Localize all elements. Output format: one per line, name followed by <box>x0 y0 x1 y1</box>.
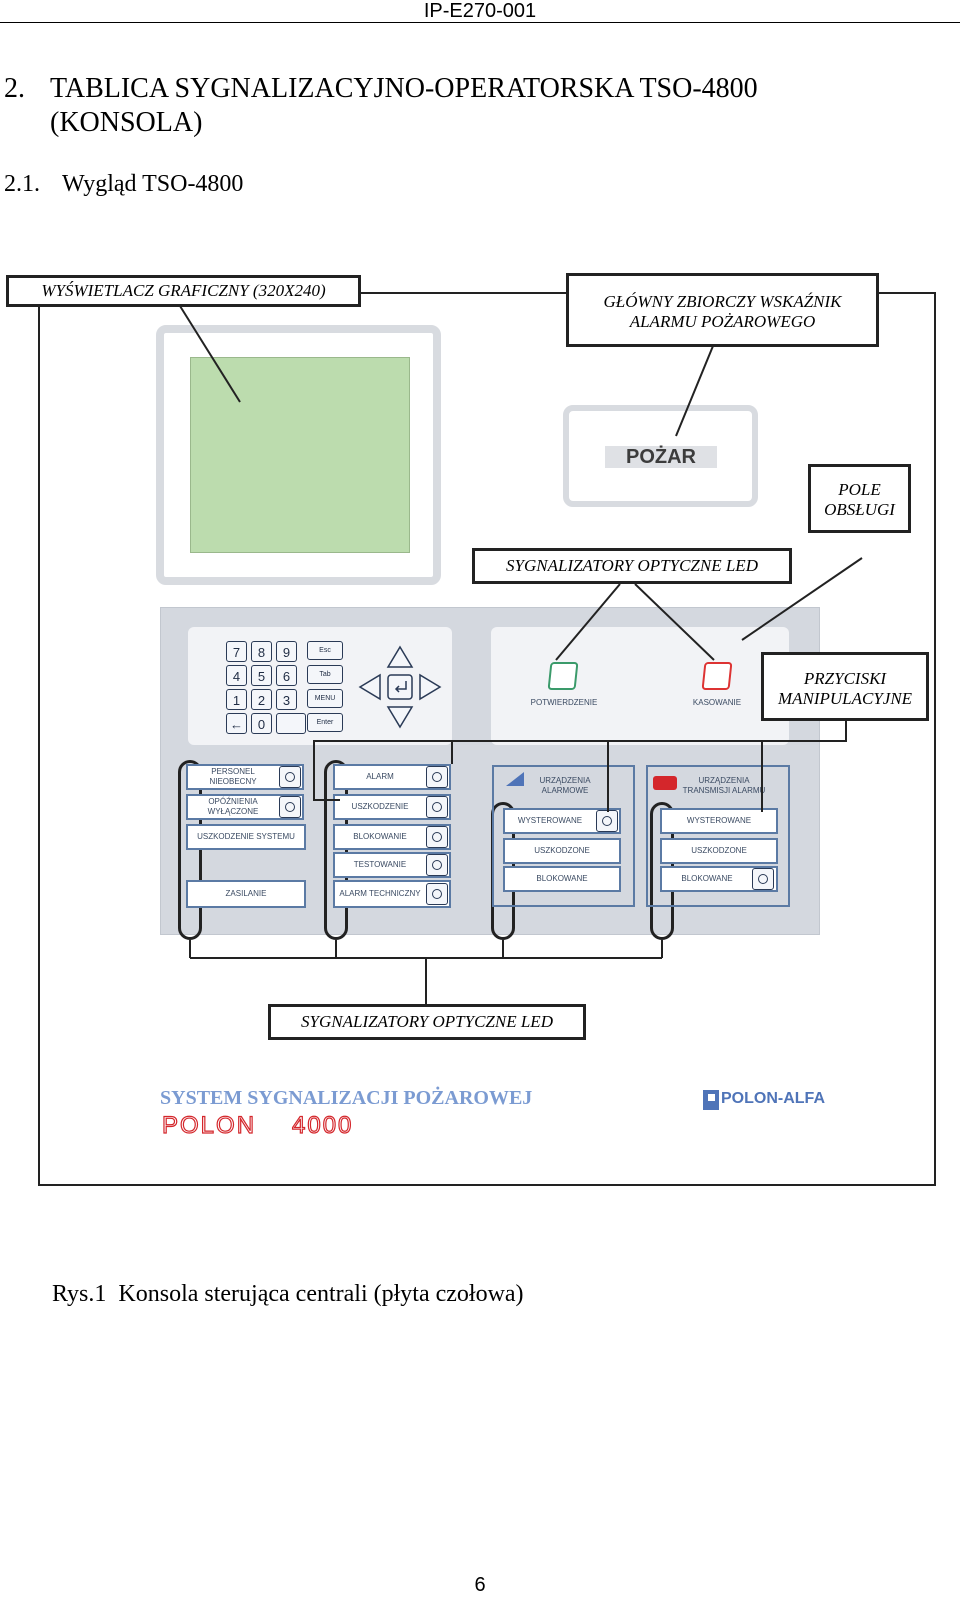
brand-model-text: 4000 <box>291 1111 354 1139</box>
personel-nieobecny-button[interactable] <box>279 766 301 788</box>
callout-led-bottom: SYGNALIZATORY OPTYCZNE LED <box>268 1004 586 1040</box>
keypad-key-3[interactable]: 3 <box>276 689 297 710</box>
uszkodzenie-systemu-indicator: USZKODZENIE SYSTEMU <box>186 824 306 850</box>
ut-uszkodzone-indicator: USZKODZONE <box>660 838 778 864</box>
callout-service-line2: OBSŁUGI <box>824 500 895 519</box>
potwierdzenie-label: POTWIERDZENIE <box>530 698 598 707</box>
keypad-key-6[interactable]: 6 <box>276 665 297 686</box>
zasilanie-indicator: ZASILANIE <box>186 880 306 908</box>
section-title-line2: (KONSOLA) <box>50 107 203 138</box>
ua-blokowane-indicator: BLOKOWANE <box>503 866 621 892</box>
callout-led-bottom-text: SYGNALIZATORY OPTYCZNE LED <box>301 1012 553 1031</box>
urzadzenia-transmisji-frame <box>646 765 790 907</box>
pozar-indicator: POŻAR <box>605 446 717 468</box>
opoznienia-wylaczone-button[interactable] <box>279 796 301 818</box>
figure-caption-text: Konsola sterująca centrali (płyta czołow… <box>118 1281 524 1307</box>
callout-service-line1: POLE <box>838 480 881 499</box>
ua-wysterowane-button[interactable] <box>596 810 618 832</box>
section-number: 2. <box>4 73 25 104</box>
keypad-key-4[interactable]: 4 <box>226 665 247 686</box>
section-heading: 2. TABLICA SYGNALIZACYJNO-OPERATORSKA TSO… <box>4 72 758 140</box>
blokowanie-button[interactable] <box>426 826 448 848</box>
callout-main-alarm: GŁÓWNY ZBIORCZY WSKAŹNIK ALARMU POŻAROWE… <box>566 273 879 347</box>
menu-key[interactable]: MENU <box>307 689 343 708</box>
urzadzenia-alarmowe-title: URZĄDZENIA ALARMOWE <box>539 776 591 795</box>
callout-display-text: WYŚWIETLACZ GRAFICZNY (320X240) <box>41 281 326 300</box>
callout-led-top: SYGNALIZATORY OPTYCZNE LED <box>472 548 792 584</box>
ut-blokowane-button[interactable] <box>752 868 774 890</box>
callout-buttons: PRZYCISKI MANIPULACYJNE <box>761 652 929 721</box>
figure-caption-label: Rys.1 <box>52 1281 107 1307</box>
alarm-button[interactable] <box>426 766 448 788</box>
polon-alfa-logo-inner <box>708 1094 715 1101</box>
callout-led-top-text: SYGNALIZATORY OPTYCZNE LED <box>506 556 758 575</box>
arrow-down-icon <box>386 706 414 729</box>
callout-service-field: POLE OBSŁUGI <box>808 464 911 533</box>
page-number: 6 <box>474 1574 486 1596</box>
callout-display: WYŚWIETLACZ GRAFICZNY (320X240) <box>6 275 361 307</box>
figure-frame <box>38 292 936 1186</box>
esc-key[interactable]: Esc <box>307 641 343 660</box>
keypad-key-backspace[interactable]: ← <box>226 713 247 734</box>
arrow-up-icon <box>386 645 414 668</box>
uszkodzenie-button[interactable] <box>426 796 448 818</box>
keypad-key-7[interactable]: 7 <box>226 641 247 662</box>
keypad-key-blank[interactable] <box>276 713 306 734</box>
brand-system-text: SYSTEM SYGNALIZACJI POŻAROWEJ <box>160 1087 533 1109</box>
keypad-key-5[interactable]: 5 <box>251 665 272 686</box>
urzadzenia-alarmowe-frame <box>492 765 635 907</box>
keypad-key-0[interactable]: 0 <box>251 713 272 734</box>
polon-alfa-logo-text: POLON-ALFA <box>721 1090 825 1107</box>
urzadzenia-transmisji-title: URZĄDZENIA TRANSMISJI ALARMU <box>682 776 766 795</box>
alarm-techniczny-button[interactable] <box>426 883 448 905</box>
fire-truck-icon <box>653 776 677 790</box>
lcd-screen <box>190 357 410 553</box>
arrow-right-icon <box>419 673 442 701</box>
keypad-key-8[interactable]: 8 <box>251 641 272 662</box>
testowanie-button[interactable] <box>426 854 448 876</box>
keypad-key-9[interactable]: 9 <box>276 641 297 662</box>
kasowanie-label: KASOWANIE <box>692 698 742 707</box>
enter-key[interactable]: Enter <box>307 713 343 732</box>
ut-wysterowane-indicator: WYSTEROWANE <box>660 808 778 834</box>
keypad-key-2[interactable]: 2 <box>251 689 272 710</box>
service-area <box>491 627 789 745</box>
led-strip-group2 <box>324 760 348 940</box>
arrow-pad[interactable] <box>358 645 442 729</box>
figure-caption: Rys.1 Konsola sterująca centrali (płyta … <box>52 1280 524 1308</box>
brand-polon-text: POLON <box>161 1111 257 1139</box>
tab-key[interactable]: Tab <box>307 665 343 684</box>
ua-uszkodzone-indicator: USZKODZONE <box>503 838 621 864</box>
callout-buttons-line1: PRZYCISKI <box>803 669 887 688</box>
subsection-number: 2.1. <box>4 171 40 197</box>
led-strip-group1 <box>178 760 202 940</box>
callout-main-alarm-line1: GŁÓWNY ZBIORCZY WSKAŹNIK <box>603 292 842 311</box>
keypad-key-1[interactable]: 1 <box>226 689 247 710</box>
section-title-line1: TABLICA SYGNALIZACYJNO-OPERATORSKA TSO-4… <box>50 73 758 104</box>
header-divider <box>0 22 960 23</box>
callout-buttons-line2: MANIPULACYJNE <box>777 689 913 708</box>
subsection-title: Wygląd TSO-4800 <box>62 171 244 197</box>
callout-main-alarm-line2: ALARMU POŻAROWEGO <box>629 312 816 331</box>
document-code: IP-E270-001 <box>423 0 537 22</box>
arrow-left-icon <box>358 673 381 701</box>
subsection-heading: 2.1. Wygląd TSO-4800 <box>4 170 243 198</box>
